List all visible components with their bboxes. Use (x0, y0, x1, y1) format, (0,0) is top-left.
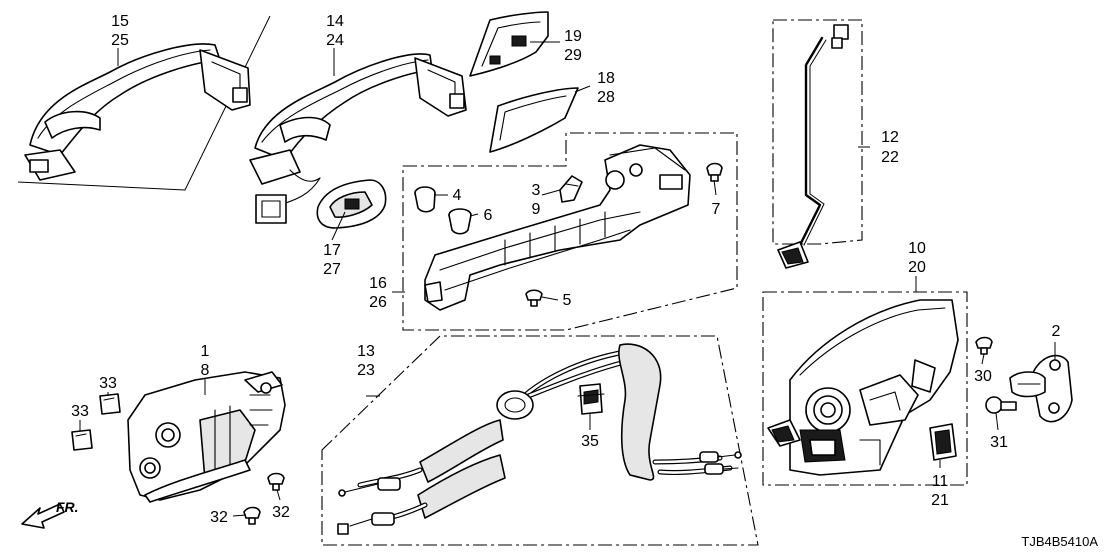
callout-4: 4 (453, 187, 462, 204)
callout-leaders (79, 41, 1056, 517)
outer-handle-mid (249, 53, 467, 224)
callout-28: 28 (597, 89, 615, 106)
callout-19: 19 (564, 28, 582, 45)
clip-3 (559, 175, 583, 203)
callout-24: 24 (326, 32, 344, 49)
callout-31: 31 (990, 434, 1008, 451)
front-direction-arrow: FR. (21, 499, 79, 529)
callout-3: 3 (532, 182, 541, 199)
handle-cover-17 (316, 179, 387, 229)
callout-32-a: 32 (210, 509, 228, 526)
callout-9: 9 (532, 201, 541, 218)
seal-plate-18 (489, 87, 579, 153)
boundary-handle-base-group (402, 132, 738, 331)
callout-6: 6 (484, 207, 493, 224)
callout-32-b: 32 (272, 504, 290, 521)
callout-7: 7 (712, 201, 721, 218)
callout-33-b: 33 (71, 403, 89, 420)
escutcheon-19 (469, 11, 549, 77)
screw-31 (985, 396, 1017, 414)
door-latch-10 (767, 299, 959, 476)
inside-handle-1 (127, 371, 286, 503)
callout-33-a: 33 (99, 375, 117, 392)
callout-16: 16 (369, 275, 387, 292)
boundary-rod-group (772, 19, 863, 245)
handle-base-16 (424, 144, 691, 311)
cap-11 (929, 423, 957, 461)
callout-8: 8 (201, 362, 210, 379)
cap-33-b (71, 429, 93, 451)
callout-20: 20 (908, 259, 926, 276)
screw-32-b (267, 472, 285, 491)
callout-13: 13 (357, 343, 375, 360)
clip-35 (577, 383, 605, 415)
boundary-latch-group (762, 291, 968, 486)
clip-6 (448, 208, 472, 235)
screw-32-a (243, 506, 261, 525)
callout-23: 23 (357, 362, 375, 379)
callout-2: 2 (1052, 323, 1061, 340)
callout-17: 17 (323, 242, 341, 259)
callout-5: 5 (563, 292, 572, 309)
callout-15: 15 (111, 13, 129, 30)
rod-12 (777, 24, 849, 269)
cable-assembly-13 (337, 343, 742, 535)
boundary-cable-group (321, 335, 759, 546)
callout-25: 25 (111, 32, 129, 49)
screw-7 (706, 162, 723, 182)
grommet-4 (414, 186, 436, 213)
outer-handle-left (24, 43, 251, 181)
cap-33-a (99, 393, 121, 415)
callout-10: 10 (908, 240, 926, 257)
callout-1: 1 (201, 343, 210, 360)
screw-30 (975, 336, 993, 355)
direction-label: FR. (56, 499, 79, 515)
callout-29: 29 (564, 47, 582, 64)
striker-2 (1009, 354, 1073, 423)
screw-5 (525, 289, 543, 307)
callout-27: 27 (323, 261, 341, 278)
callout-35: 35 (581, 433, 599, 450)
callout-14: 14 (326, 13, 344, 30)
diagram-code: TJB4B5410A (1021, 534, 1098, 549)
callout-30: 30 (974, 368, 992, 385)
callout-labels: 15 25 14 24 19 29 18 28 17 27 4 3 9 6 7 … (71, 13, 1060, 526)
callout-26: 26 (369, 294, 387, 311)
callout-12: 12 (881, 129, 899, 146)
callout-11: 11 (932, 473, 949, 490)
callout-18: 18 (597, 70, 615, 87)
callout-22: 22 (881, 149, 899, 166)
callout-21: 21 (931, 492, 949, 509)
